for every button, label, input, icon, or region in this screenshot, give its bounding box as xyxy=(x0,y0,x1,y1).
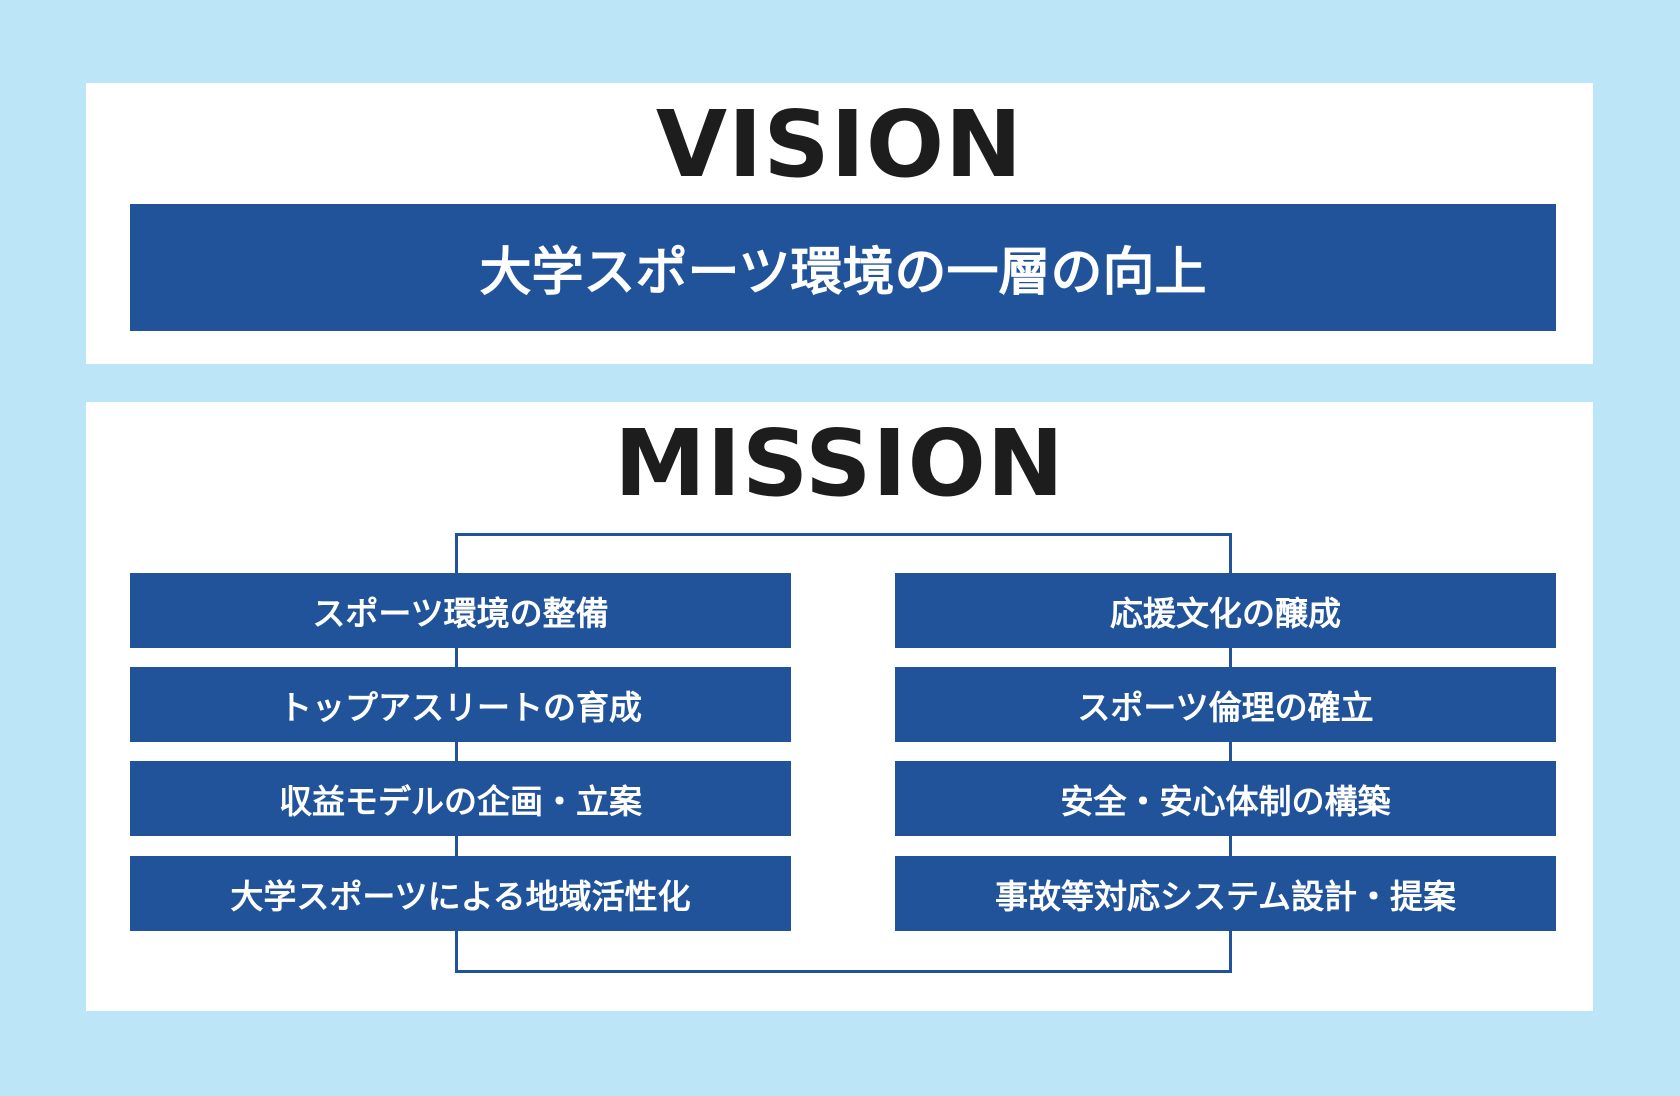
mission-item-right-1: 応援文化の醸成 xyxy=(895,573,1556,648)
mission-item-left-1: スポーツ環境の整備 xyxy=(130,573,791,648)
mission-item-left-3: 収益モデルの企画・立案 xyxy=(130,761,791,836)
mission-connector-frame xyxy=(455,533,1232,973)
mission-panel: MISSION スポーツ環境の整備 トップアスリートの育成 収益モデルの企画・立… xyxy=(86,402,1593,1011)
mission-item-left-2: トップアスリートの育成 xyxy=(130,667,791,742)
vision-statement: 大学スポーツ環境の一層の向上 xyxy=(130,204,1556,331)
vision-heading: VISION xyxy=(655,91,1024,198)
mission-item-right-2: スポーツ倫理の確立 xyxy=(895,667,1556,742)
mission-heading: MISSION xyxy=(614,410,1065,517)
mission-item-right-3: 安全・安心体制の構築 xyxy=(895,761,1556,836)
mission-item-left-4: 大学スポーツによる地域活性化 xyxy=(130,856,791,931)
vision-panel: VISION 大学スポーツ環境の一層の向上 xyxy=(86,83,1593,364)
mission-item-right-4: 事故等対応システム設計・提案 xyxy=(895,856,1556,931)
